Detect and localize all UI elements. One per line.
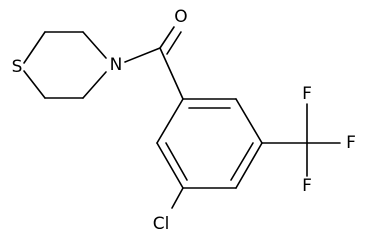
bond-carbonyl-o-b [166, 31, 182, 55]
atom-label-fluorine-bottom: F [302, 176, 312, 196]
bond-carbonyl-ring [159, 47, 184, 100]
ring-double-2 [230, 142, 254, 181]
ring-bond-6 [156, 98, 184, 144]
atom-label-fluorine-top: F [302, 84, 312, 104]
ring-bond-2 [235, 98, 263, 144]
atom-label-fluorine-right: F [346, 133, 356, 153]
bond-s-c1 [23, 31, 46, 64]
atom-label-nitrogen: N [110, 55, 123, 75]
bond-c4-s [23, 70, 46, 99]
ring-bond-5 [156, 142, 184, 189]
bond-ring-cl [171, 187, 184, 209]
atom-label-sulfur: S [12, 57, 23, 77]
ring-bond-3 [235, 142, 263, 189]
bond-n-c3 [82, 71, 107, 99]
atom-label-oxygen: O [174, 7, 187, 27]
atom-label-chlorine: Cl [153, 214, 170, 234]
ring-double-3 [165, 142, 188, 181]
bond-c2-n [82, 31, 107, 59]
bond-carbonyl-o-a [159, 26, 175, 49]
bond-n-carbonyl [124, 47, 161, 63]
